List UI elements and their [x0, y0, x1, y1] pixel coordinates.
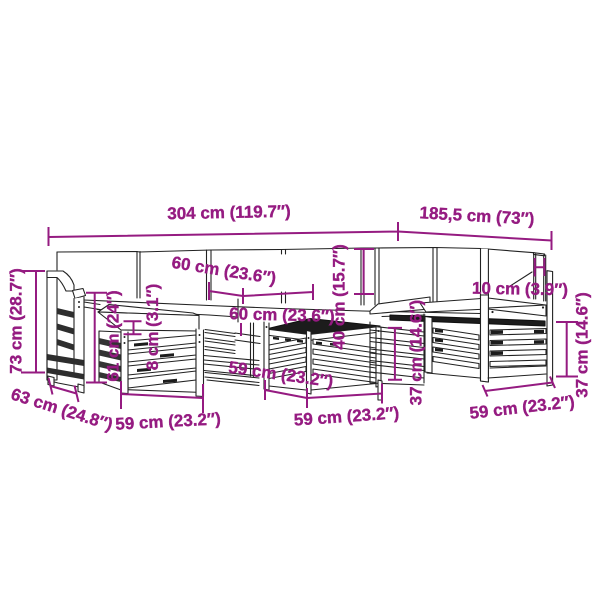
svg-text:304 cm (119.7″): 304 cm (119.7″): [167, 202, 291, 224]
svg-text:37 cm (14.6″): 37 cm (14.6″): [406, 300, 425, 405]
svg-text:37 cm (14.6″): 37 cm (14.6″): [573, 292, 592, 397]
svg-text:8 cm (3.1″): 8 cm (3.1″): [143, 284, 162, 371]
svg-text:60 cm (23.6″): 60 cm (23.6″): [229, 304, 335, 326]
svg-text:73 cm (28.7″): 73 cm (28.7″): [7, 268, 26, 373]
svg-text:40 cm (15.7″): 40 cm (15.7″): [330, 244, 349, 349]
svg-text:61 cm (24″): 61 cm (24″): [104, 290, 123, 381]
svg-text:10 cm (3.9″): 10 cm (3.9″): [472, 279, 568, 300]
